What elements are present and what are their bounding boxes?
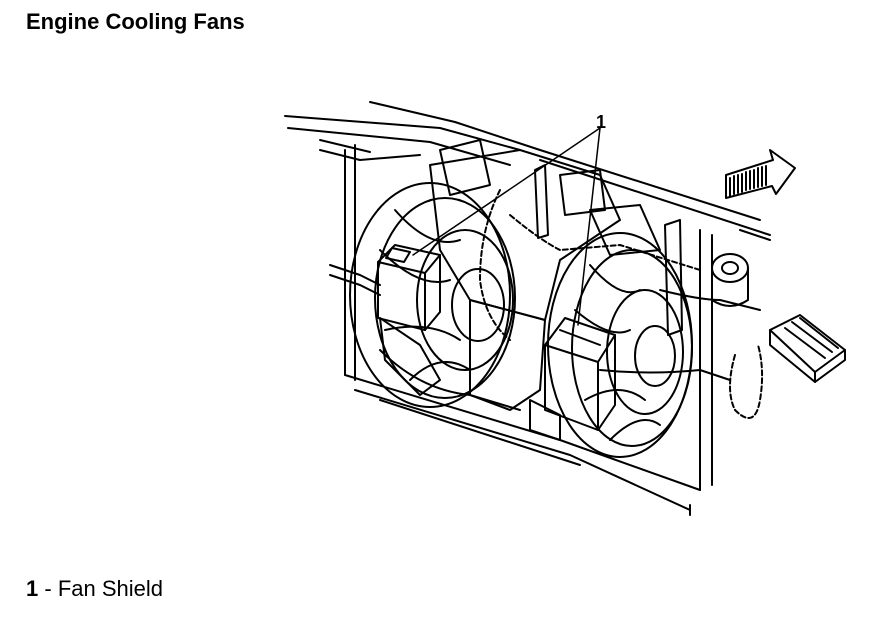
top-brackets (439, 139, 683, 336)
center-module (529, 317, 616, 441)
fan-shields (429, 149, 621, 411)
right-fan (547, 232, 693, 458)
legend-item-number: 1 (26, 576, 39, 601)
legend: 1 - Fan Shield (26, 576, 163, 602)
right-reservoir (711, 253, 749, 307)
page-title: Engine Cooling Fans (26, 9, 245, 34)
legend-item-label: Fan Shield (57, 576, 163, 601)
radiator-frame (344, 144, 713, 516)
upper-support-rails (284, 101, 771, 241)
connector-block (769, 314, 846, 383)
legend-item-separator: - (38, 576, 58, 601)
left-fan (349, 182, 516, 408)
callout-1-label: 1 (596, 112, 606, 132)
callout-1-leaders (412, 127, 601, 326)
front-direction-arrow-icon (725, 149, 796, 199)
wiring-harness (319, 139, 764, 419)
